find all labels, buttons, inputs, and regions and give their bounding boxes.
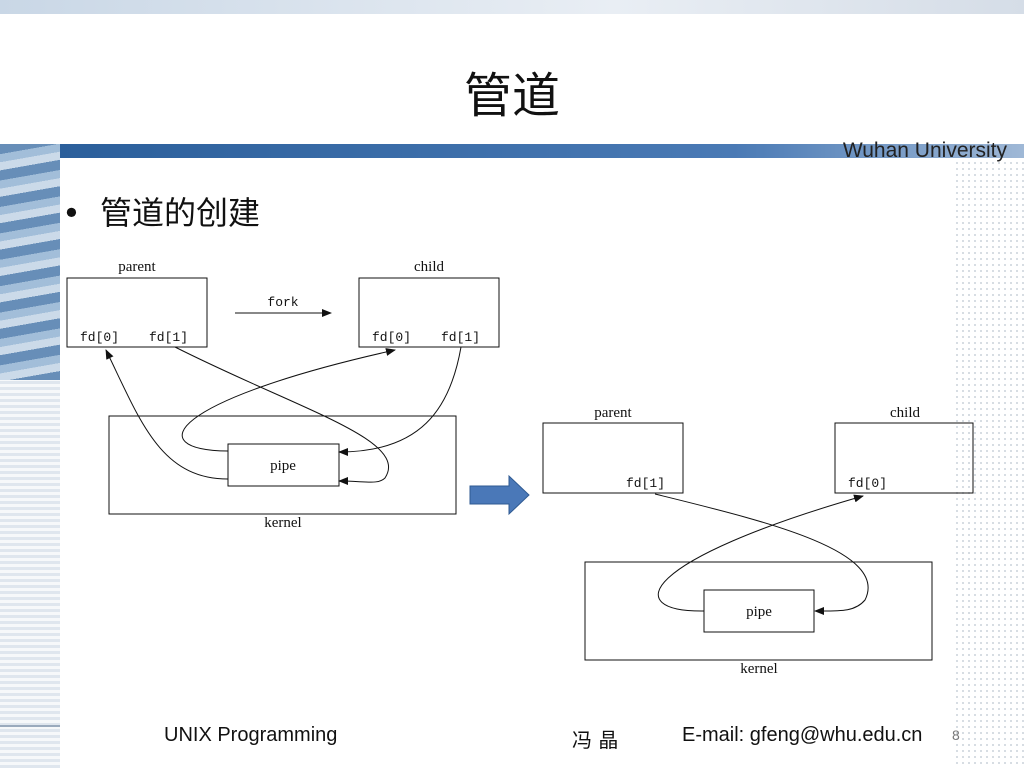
pipe-label-2: pipe — [746, 604, 772, 620]
bullet-item: • 管道的创建 — [62, 188, 260, 234]
title-area — [0, 14, 1024, 142]
kernel-label: kernel — [264, 515, 301, 531]
footer-course: UNIX Programming — [164, 724, 338, 746]
child-read-arrow-2 — [657, 494, 864, 612]
parent-process-box — [66, 277, 208, 348]
child-fd1: fd[1] — [441, 330, 480, 345]
page-number: 8 — [952, 727, 960, 743]
child-fd0-2: fd[0] — [848, 476, 887, 491]
pipe-box-2 — [703, 589, 815, 633]
diagram-after-close: parent fd[1] child fd[0] kernel pipe — [542, 405, 974, 677]
bullet-icon: • — [62, 194, 81, 232]
header-band — [60, 144, 1024, 158]
parent-write-arrow-2 — [654, 493, 869, 616]
parent-process-box-2 — [542, 422, 684, 494]
footer-email: E-mail: gfeng@whu.edu.cn — [682, 724, 923, 746]
child-label: child — [414, 259, 444, 275]
kernel-label-2: kernel — [740, 661, 777, 677]
child-label-2: child — [890, 405, 920, 421]
footer-divider — [0, 725, 60, 727]
parent-write-arrow — [174, 346, 389, 486]
diagram-before-fork: parent fd[0] fd[1] child fd[0] fd[1] for… — [66, 259, 500, 531]
parent-fd0: fd[0] — [80, 330, 119, 345]
left-decoration-lower — [0, 380, 60, 768]
pipe-box — [227, 443, 340, 487]
kernel-box — [108, 415, 457, 515]
parent-fd1-2: fd[1] — [626, 476, 665, 491]
university-name: Wuhan University — [842, 139, 1007, 162]
child-fd0: fd[0] — [372, 330, 411, 345]
fork-label: fork — [267, 295, 298, 310]
parent-label-2: parent — [594, 405, 632, 421]
slide-title: 管道 — [463, 68, 560, 124]
child-read-arrow — [181, 348, 396, 452]
kernel-box-2 — [584, 561, 933, 661]
top-band — [0, 0, 1024, 14]
transition-arrow-icon — [469, 474, 530, 516]
child-write-arrow — [338, 346, 462, 456]
parent-label: parent — [118, 259, 156, 275]
right-dot-pattern — [954, 160, 1024, 768]
parent-read-arrow — [105, 349, 229, 480]
child-process-box-2 — [834, 422, 974, 494]
pipe-label: pipe — [270, 458, 296, 474]
footer-author: 冯 晶 — [572, 728, 619, 752]
child-process-box — [358, 277, 500, 348]
bullet-text: 管道的创建 — [100, 194, 261, 232]
parent-fd1: fd[1] — [149, 330, 188, 345]
